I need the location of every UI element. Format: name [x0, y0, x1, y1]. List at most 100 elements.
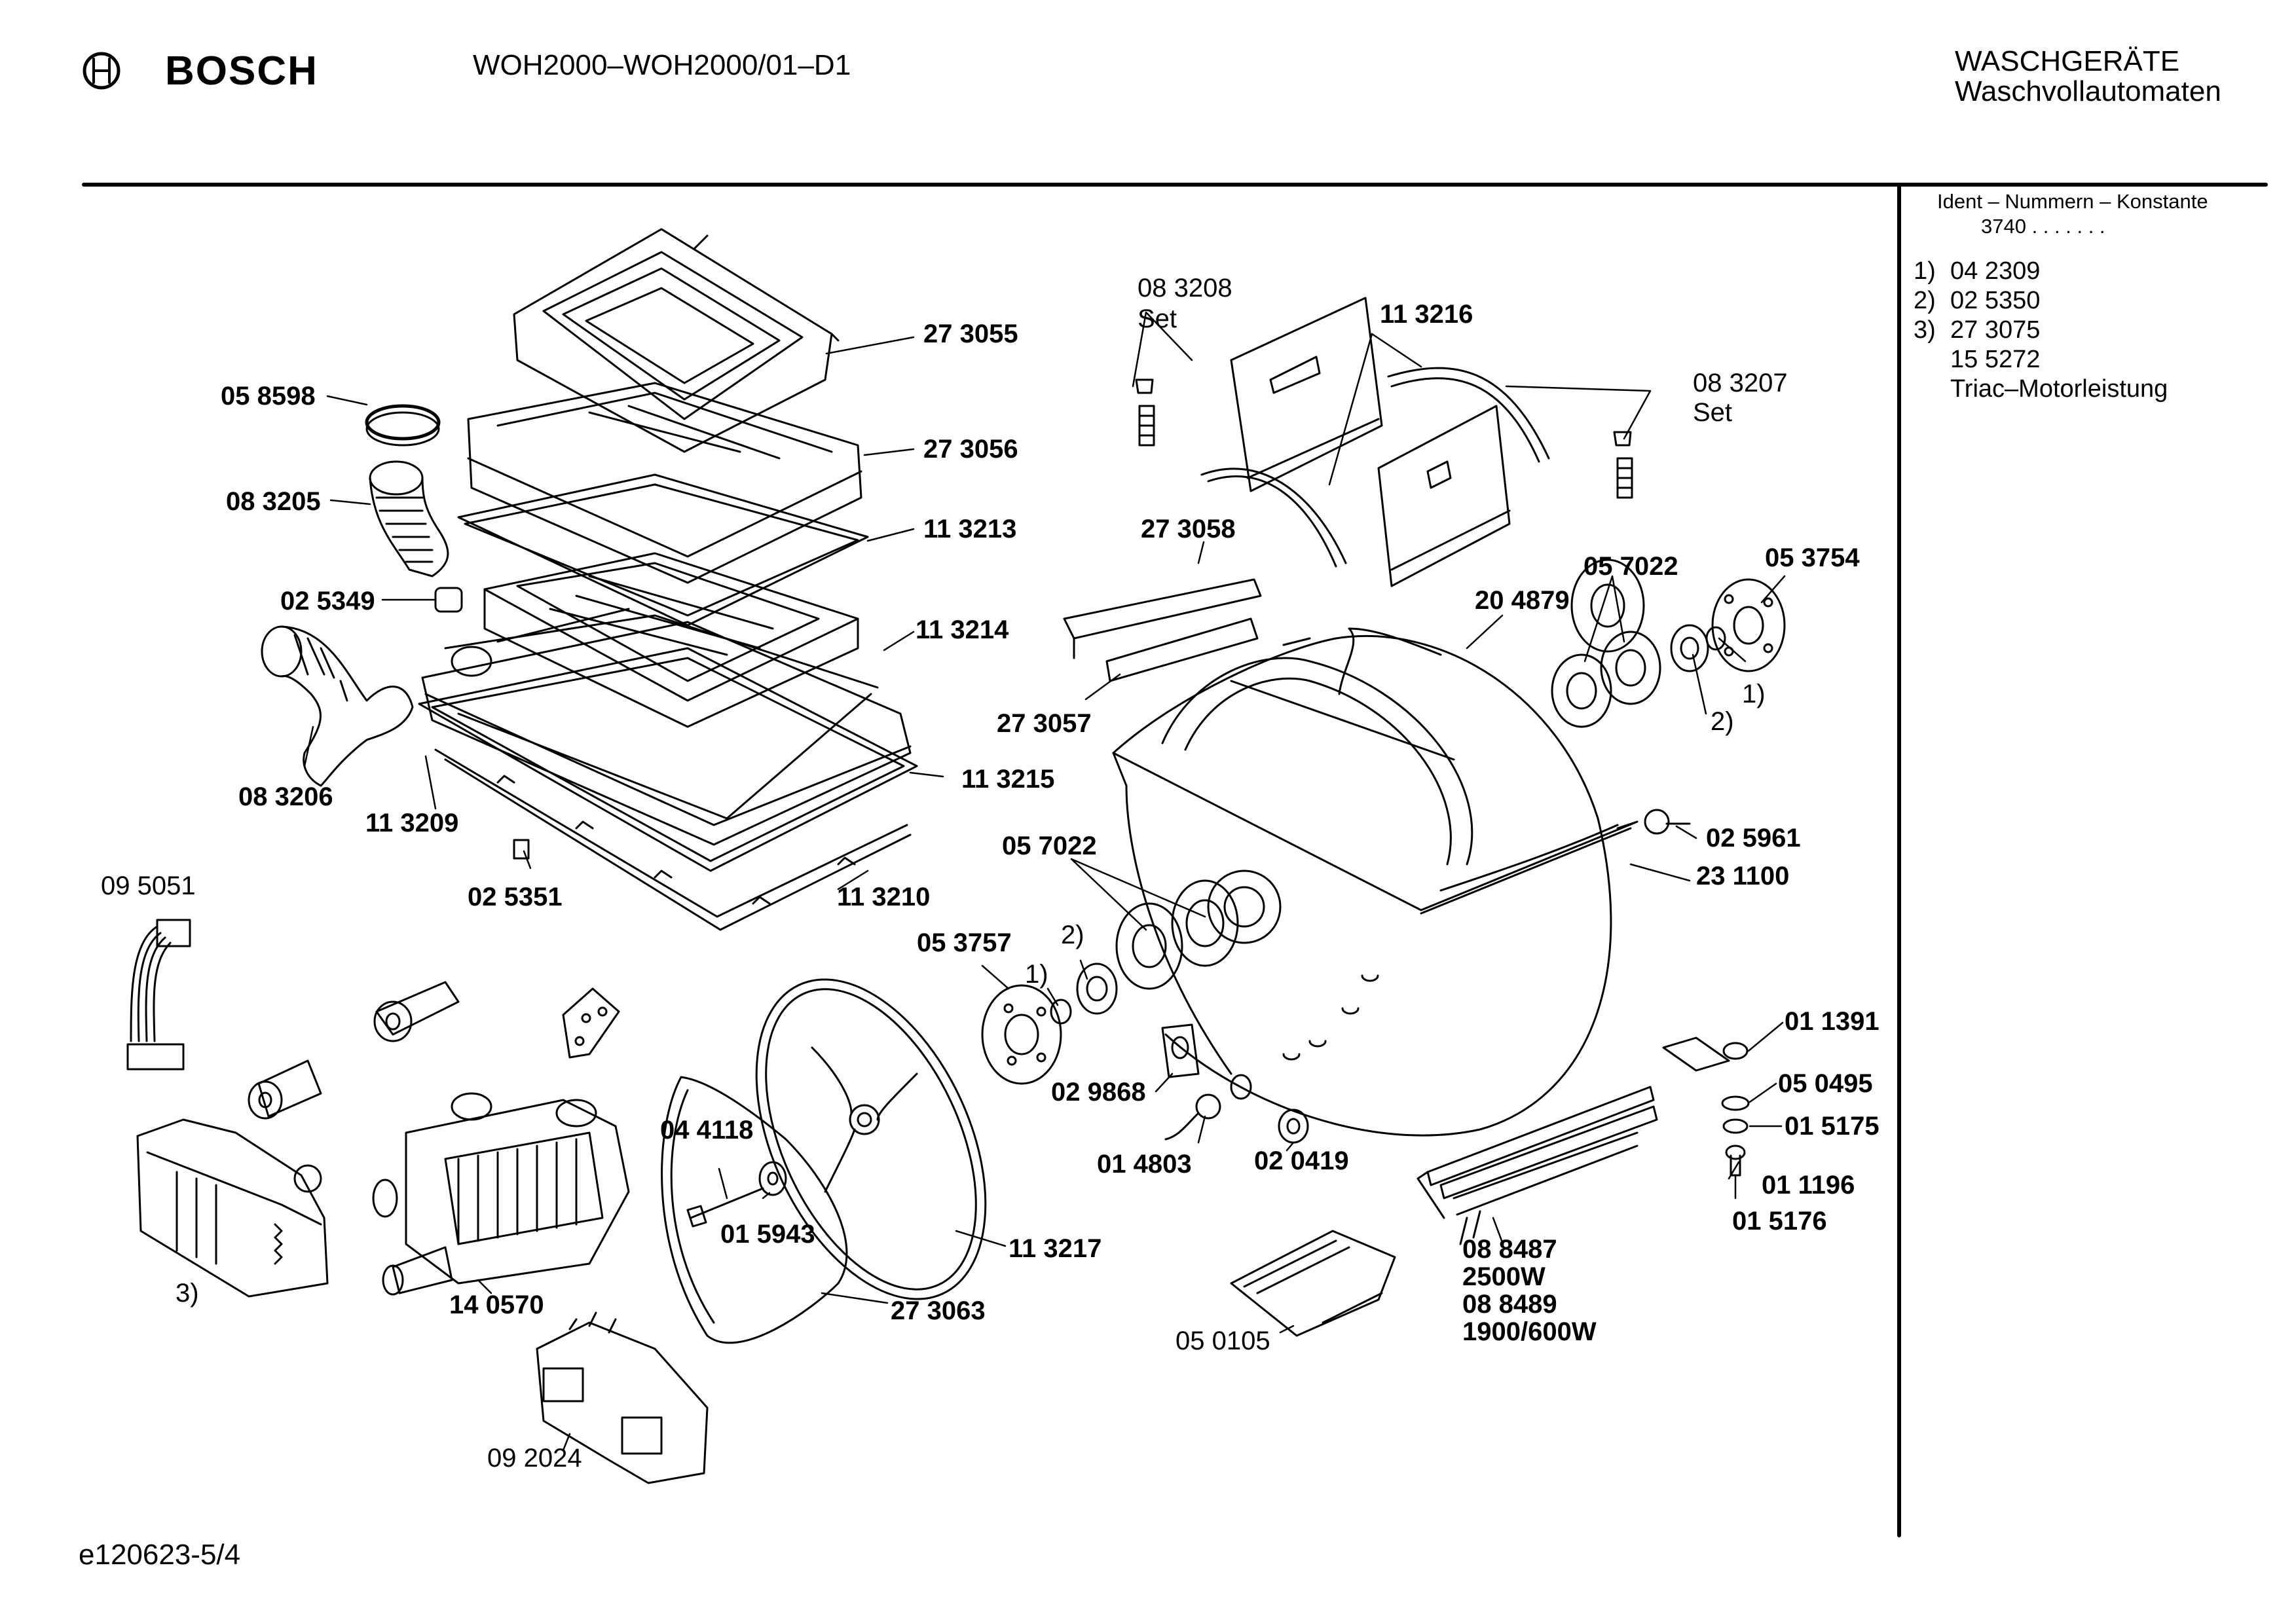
flange-05-7022-left — [1117, 881, 1238, 989]
part-label: 14 0570 — [449, 1291, 544, 1319]
bracket-heater — [1663, 1038, 1729, 1071]
note-value: Triac–Motorleistung — [1950, 375, 2168, 403]
part-label: 11 3216 — [1380, 300, 1473, 329]
note-key: 1) — [1914, 257, 1936, 285]
bearing-2-right — [1671, 625, 1708, 671]
clip-02-5351 — [514, 840, 528, 858]
screw-01-1196 — [1726, 1146, 1745, 1175]
screw-set-right — [1614, 432, 1632, 498]
sidebar-constant: 3740 . . . . . . . — [1981, 215, 2105, 238]
tub-inner-frame — [485, 553, 858, 727]
hose-08-3206 — [262, 627, 413, 786]
bolt-04-4118 — [688, 1188, 763, 1226]
part-label: 05 8598 — [221, 382, 316, 411]
part-label: 02 5349 — [280, 587, 375, 615]
part-label: 09 2024 — [487, 1444, 582, 1473]
drawing-id: e120623-5/4 — [79, 1539, 241, 1571]
bearing-2 — [1077, 964, 1117, 1014]
part-label: 23 1100 — [1696, 862, 1790, 890]
brand-wordmark: BOSCH — [165, 48, 318, 94]
subcategory-title: Waschvollautomaten — [1955, 75, 2221, 107]
part-label: 05 7022 — [1583, 552, 1678, 581]
bracket-plate — [563, 989, 619, 1057]
note-key: 2) — [1914, 287, 1936, 314]
part-label: 11 3217 — [1009, 1234, 1102, 1263]
part-label: 01 5175 — [1785, 1112, 1879, 1141]
part-label: 11 3210 — [837, 883, 931, 911]
control-module — [138, 1120, 327, 1296]
note-value: 02 5350 — [1950, 287, 2041, 314]
drum-23-1100 — [1113, 629, 1637, 1135]
seal-1-right — [1707, 627, 1725, 650]
part-label: 08 3205 — [226, 487, 321, 516]
rear-panel — [662, 1077, 847, 1343]
washer-05-0495 — [1722, 1097, 1749, 1110]
part-label: 01 5943 — [720, 1220, 815, 1249]
part-label: 02 5351 — [468, 883, 563, 911]
drum-rear-flange — [1572, 560, 1644, 651]
category-title: WASCHGERÄTE — [1955, 45, 2180, 77]
part-label: 08 8489 — [1462, 1290, 1557, 1319]
part-label: 1) — [1025, 960, 1048, 989]
part-label: 05 7022 — [1002, 832, 1097, 860]
part-label: 08 3207 — [1693, 369, 1788, 397]
part-label: 1900/600W — [1462, 1317, 1597, 1346]
part-label: 11 3215 — [961, 765, 1055, 794]
part-label: Set — [1693, 398, 1733, 427]
part-label: 2) — [1061, 921, 1084, 949]
leader-lines — [305, 312, 1785, 1450]
part-label: 08 3206 — [238, 782, 333, 811]
tub-lower-body — [422, 609, 910, 845]
part-label: 11 3213 — [923, 515, 1017, 543]
screw-02-5961 — [1645, 810, 1690, 833]
part-label: 08 3208 — [1138, 274, 1232, 302]
part-label: 01 4803 — [1097, 1150, 1192, 1179]
nut-01-1391 — [1724, 1043, 1747, 1059]
tub-upper-frame — [468, 383, 861, 583]
part-label: 27 3063 — [891, 1296, 986, 1325]
capacitor-2 — [249, 1061, 321, 1118]
washer-01-5175 — [1724, 1120, 1747, 1133]
part-label: 27 3056 — [923, 435, 1018, 464]
part-label: 05 3754 — [1765, 543, 1860, 572]
part-label: 20 4879 — [1475, 586, 1570, 615]
part-label: 09 5051 — [101, 871, 196, 900]
tub-gasket — [458, 475, 868, 625]
motor-14-0570 — [373, 1093, 629, 1294]
part-label: 05 0105 — [1176, 1327, 1270, 1355]
drive-belt — [710, 943, 1032, 1335]
bracket-02-9868 — [1162, 1025, 1198, 1077]
wiring-harness — [128, 920, 190, 1069]
tub-rail-11-3209 — [435, 750, 910, 930]
part-label: 11 3209 — [365, 809, 459, 837]
model-number: WOH2000–WOH2000/01–D1 — [473, 49, 851, 81]
note-key: 3) — [1914, 316, 1936, 344]
seal-1 — [1051, 1000, 1071, 1023]
tub-lower-gasket — [419, 648, 917, 871]
sidebar-title: Ident – Nummern – Konstante — [1937, 190, 2208, 213]
note-value: 15 5272 — [1950, 346, 2041, 373]
part-label: 3) — [176, 1279, 199, 1308]
hose-08-3205 — [370, 462, 448, 576]
panel-08-3208 — [1231, 298, 1382, 491]
part-label: 02 9868 — [1051, 1078, 1146, 1107]
foot-05-0105 — [1231, 1231, 1395, 1336]
washer-near-sensor — [1231, 1075, 1251, 1099]
note-value: 27 3075 — [1950, 316, 2041, 344]
hose-clamp-icon — [367, 406, 439, 445]
part-label: 08 8487 — [1462, 1235, 1557, 1264]
heating-element — [1418, 1087, 1657, 1244]
flange-05-7022-right — [1552, 632, 1660, 727]
part-label: 01 1391 — [1785, 1007, 1879, 1036]
flange-05-3754 — [1713, 579, 1785, 671]
part-label: 2500W — [1462, 1262, 1546, 1291]
screw-set-left — [1136, 380, 1154, 445]
part-label: 02 5961 — [1706, 824, 1801, 852]
part-label: 1) — [1742, 680, 1766, 708]
note-value: 04 2309 — [1950, 257, 2041, 285]
part-label: 01 1196 — [1762, 1171, 1855, 1200]
flange-05-3757 — [982, 985, 1061, 1084]
capacitor-1 — [375, 982, 458, 1041]
bosch-logo-icon — [84, 54, 119, 88]
